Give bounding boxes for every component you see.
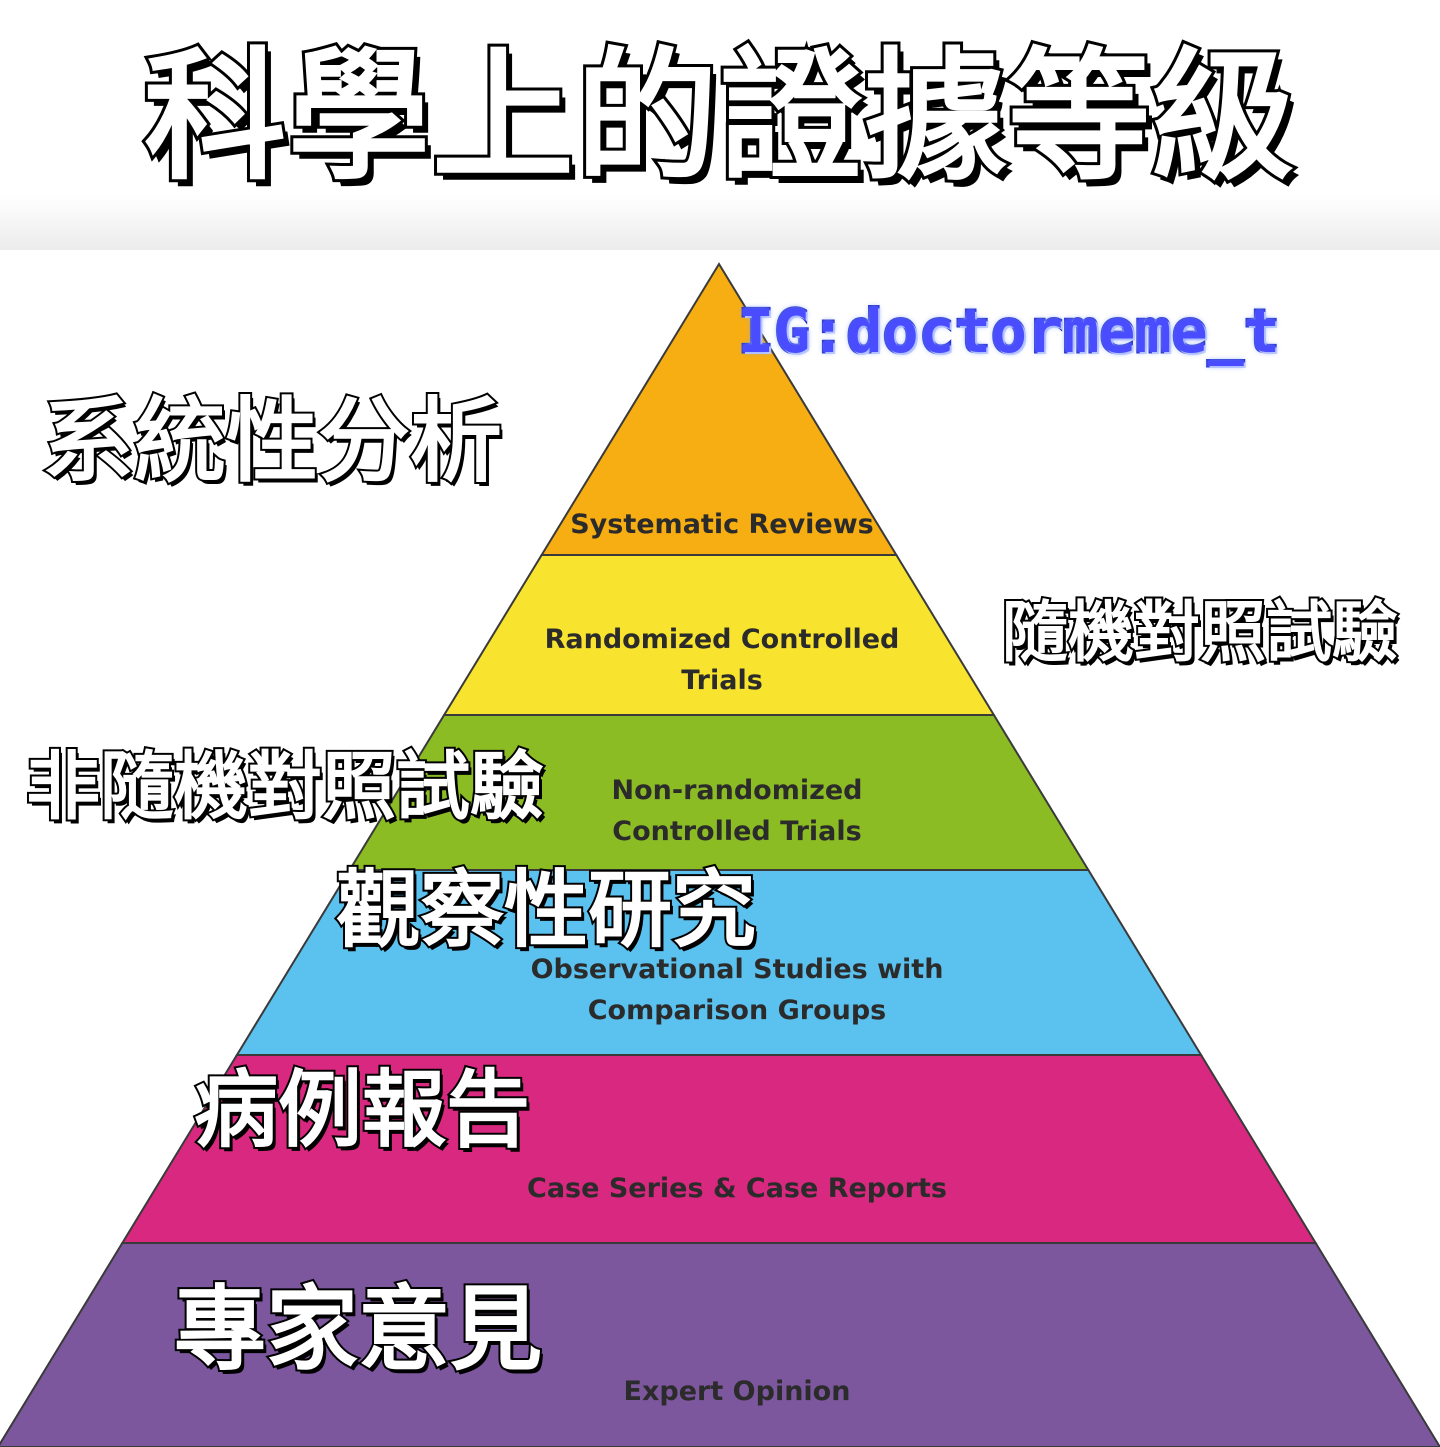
zh-label-systematic-reviews: 系統性分析 <box>40 388 504 495</box>
zh-label-observational-studies: 觀察性研究 <box>334 861 758 959</box>
tier-label-randomized-controlled-trials-line1: Randomized Controlled <box>545 624 900 655</box>
watermark-text: IG:doctormeme_t <box>737 297 1282 367</box>
tier-label-systematic-reviews: Systematic Reviews <box>570 509 874 540</box>
zh-label-case-reports: 病例報告 <box>192 1061 532 1159</box>
tier-label-expert-opinion: Expert Opinion <box>624 1376 851 1407</box>
tier-label-non-randomized-controlled-trials-line2: Controlled Trials <box>612 816 861 847</box>
tier-label-case-reports: Case Series & Case Reports <box>527 1173 947 1204</box>
page-title: 科學上的證據等級 <box>141 35 1297 200</box>
tier-label-observational-studies-line1: Observational Studies with <box>531 954 944 985</box>
tier-expert-opinion <box>0 1242 1440 1447</box>
tier-label-non-randomized-controlled-trials-line1: Non-randomized <box>612 775 863 806</box>
zh-label-expert-opinion: 專家意見 <box>172 1276 544 1383</box>
zh-label-non-randomized-controlled-trials: 非隨機對照試驗 <box>24 744 546 830</box>
tier-label-observational-studies-line2: Comparison Groups <box>588 995 887 1026</box>
header-band <box>0 0 1440 250</box>
tier-label-randomized-controlled-trials-line2: Trials <box>681 665 763 696</box>
zh-label-randomized-controlled-trials: 隨機對照試驗 <box>1000 594 1400 671</box>
